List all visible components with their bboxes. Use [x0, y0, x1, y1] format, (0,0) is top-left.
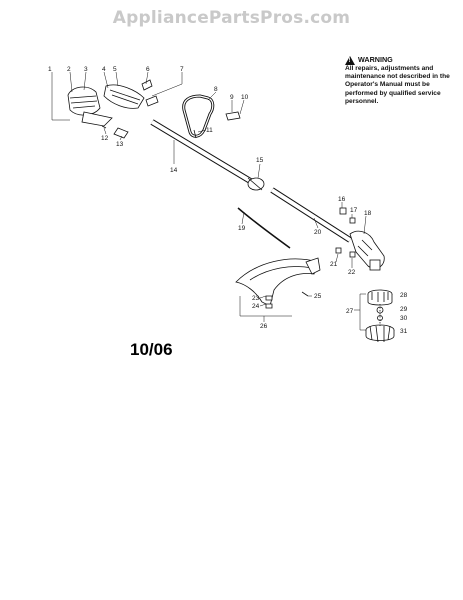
- callout-28: 28: [400, 292, 408, 299]
- upper-shaft: [150, 119, 265, 191]
- warning-notice: WARNING All repairs, adjustments and mai…: [345, 56, 457, 106]
- guard: [235, 257, 321, 307]
- handle: [182, 94, 215, 139]
- callout-20: 20: [314, 229, 322, 236]
- nut-part: [349, 251, 356, 258]
- throttle-parts: [141, 79, 159, 107]
- callout-5: 5: [113, 66, 117, 73]
- callout-14: 14: [170, 167, 178, 174]
- callout-21: 21: [330, 261, 338, 268]
- warning-body: All repairs, adjustments and maintenance…: [345, 65, 450, 105]
- date-code: 10/06: [130, 340, 173, 359]
- warning-title: WARNING: [358, 55, 393, 65]
- callout-12: 12: [101, 135, 109, 142]
- callout-9: 9: [230, 94, 234, 101]
- callout-4: 4: [102, 66, 106, 73]
- callout-29: 29: [400, 306, 408, 313]
- gear-head: [349, 230, 385, 271]
- lower-shaft: [270, 187, 352, 243]
- warning-triangle-icon: [345, 56, 355, 65]
- callout-24: 24: [252, 303, 260, 310]
- drive-cable: [237, 207, 291, 249]
- callout-23: 23: [252, 295, 260, 302]
- callout-17: 17: [350, 207, 358, 214]
- callout-8: 8: [214, 86, 218, 93]
- warning-title-row: WARNING: [345, 56, 457, 65]
- callout-11: 11: [206, 127, 213, 134]
- callout-6: 6: [146, 66, 150, 73]
- clamp-part: [339, 207, 347, 215]
- leader-lines: [51, 71, 367, 331]
- callout-2: 2: [67, 66, 71, 73]
- callout-27: 27: [346, 308, 354, 315]
- callout-7: 7: [180, 66, 184, 73]
- callout-15: 15: [256, 157, 264, 164]
- handle-bracket: [225, 111, 241, 121]
- callout-19: 19: [238, 225, 246, 232]
- callout-30: 30: [400, 315, 408, 322]
- callout-numbers: 1 2 3 4 5 6 7 8 9 10 11 12 13 14 15 16 1…: [48, 66, 408, 335]
- callout-26: 26: [260, 323, 268, 330]
- screw-part: [349, 217, 356, 224]
- callout-3: 3: [84, 66, 88, 73]
- trimmer-head: [365, 289, 395, 343]
- callout-16: 16: [338, 196, 346, 203]
- bolt-part: [335, 247, 342, 254]
- callout-1: 1: [48, 66, 52, 73]
- watermark: AppliancePartsPros.com: [112, 8, 351, 28]
- callout-25: 25: [314, 293, 322, 300]
- engine-housing: [67, 84, 145, 139]
- callout-31: 31: [400, 328, 408, 335]
- callout-22: 22: [348, 269, 356, 276]
- callout-13: 13: [116, 141, 124, 148]
- callout-10: 10: [241, 94, 249, 101]
- callout-18: 18: [364, 210, 372, 217]
